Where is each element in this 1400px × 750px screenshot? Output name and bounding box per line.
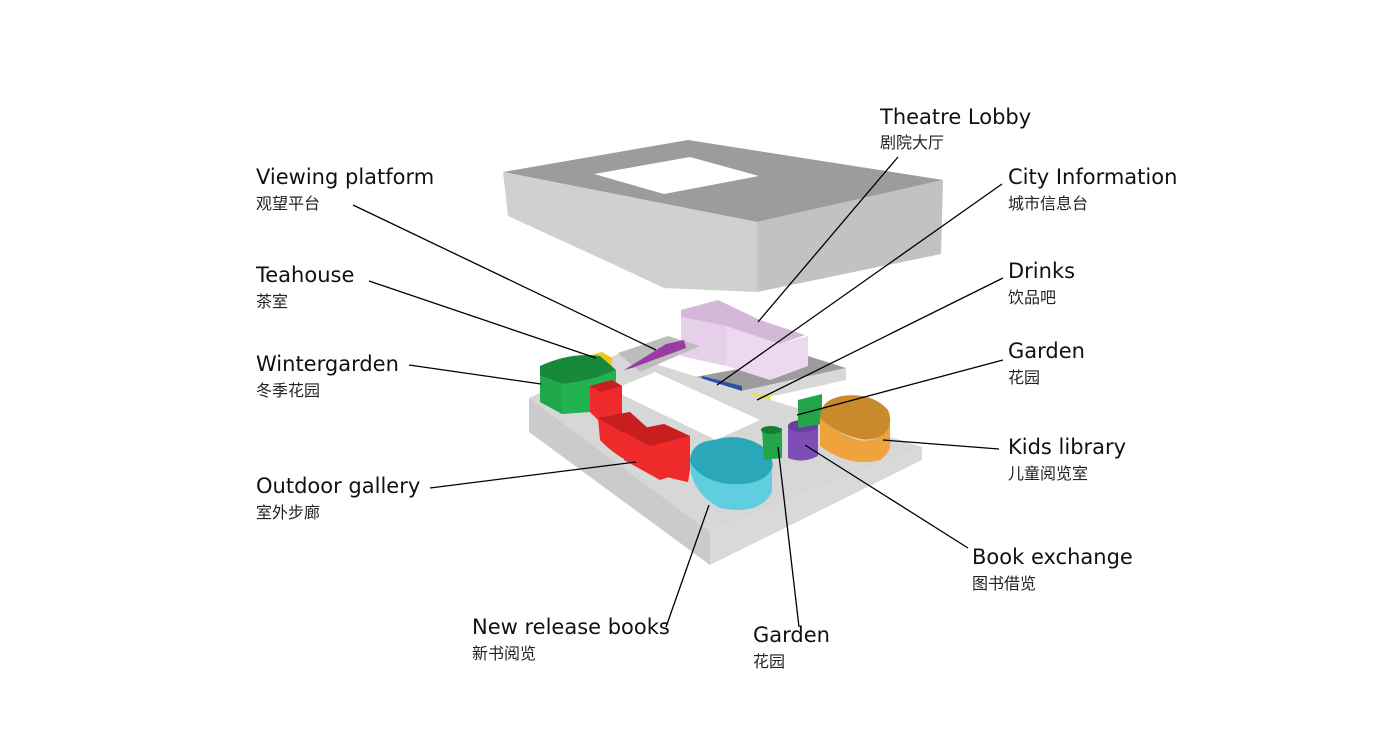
label-book-exchange: Book exchange 图书借览 bbox=[972, 545, 1133, 593]
label-book-exchange-zh: 图书借览 bbox=[972, 574, 1036, 593]
roof-courtyard-opening bbox=[594, 157, 759, 194]
garden-bottom-side bbox=[762, 428, 782, 460]
leader-viewing-platform bbox=[352, 204, 657, 351]
label-wintergarden-zh: 冬季花园 bbox=[256, 381, 320, 400]
label-kids-library-zh: 儿童阅览室 bbox=[1008, 464, 1088, 483]
viewing-platform-volume bbox=[624, 340, 686, 370]
label-theatre-lobby: Theatre Lobby 剧院大厅 bbox=[879, 105, 1031, 152]
leader-city-information bbox=[716, 183, 1003, 386]
label-city-information-en: City Information bbox=[1008, 165, 1177, 189]
label-garden-bottom-en: Garden bbox=[753, 623, 830, 647]
leader-theatre-lobby bbox=[757, 156, 899, 323]
ground-slab-front bbox=[529, 398, 710, 565]
label-teahouse-en: Teahouse bbox=[255, 263, 354, 287]
label-city-information-zh: 城市信息台 bbox=[1008, 194, 1088, 213]
label-wintergarden: Wintergarden 冬季花园 bbox=[256, 352, 399, 400]
new-release-books-side bbox=[690, 462, 772, 510]
outdoor-gallery-volume bbox=[590, 380, 690, 482]
leader-wintergarden bbox=[408, 364, 542, 385]
leader-garden-bottom bbox=[777, 446, 800, 628]
theatre-lobby-side bbox=[726, 326, 808, 380]
roof-slab bbox=[503, 140, 943, 292]
roof-front-face bbox=[503, 172, 757, 292]
roof-right-face bbox=[757, 180, 943, 292]
leader-new-release-books bbox=[665, 504, 710, 628]
leader-garden-right bbox=[796, 359, 1004, 416]
ground-slab-right bbox=[710, 447, 922, 565]
label-kids-library: Kids library 儿童阅览室 bbox=[1008, 435, 1126, 483]
label-garden-bottom: Garden 花园 bbox=[753, 623, 830, 671]
label-new-release-books: New release books 新书阅览 bbox=[472, 615, 670, 663]
label-viewing-platform-en: Viewing platform bbox=[256, 165, 434, 189]
outdoor-gallery-top-b bbox=[598, 412, 650, 432]
label-drinks-en: Drinks bbox=[1008, 259, 1075, 283]
label-drinks: Drinks 饮品吧 bbox=[1008, 259, 1075, 307]
theatre-lobby-front bbox=[681, 317, 726, 366]
label-outdoor-gallery-en: Outdoor gallery bbox=[256, 474, 420, 498]
label-new-release-books-zh: 新书阅览 bbox=[472, 644, 536, 663]
leader-teahouse bbox=[368, 280, 597, 359]
label-city-information: City Information 城市信息台 bbox=[1008, 165, 1177, 213]
new-release-books-volume bbox=[690, 437, 773, 510]
label-book-exchange-en: Book exchange bbox=[972, 545, 1133, 569]
label-garden-right: Garden 花园 bbox=[1008, 339, 1085, 387]
label-garden-right-en: Garden bbox=[1008, 339, 1085, 363]
label-kids-library-en: Kids library bbox=[1008, 435, 1126, 459]
outdoor-gallery-top-c bbox=[624, 424, 690, 446]
label-viewing-platform-zh: 观望平台 bbox=[256, 194, 320, 213]
theatre-lobby-top bbox=[681, 300, 805, 344]
label-garden-bottom-zh: 花园 bbox=[753, 652, 785, 671]
new-release-books-top bbox=[690, 437, 773, 485]
ground-slab-courtyard bbox=[612, 372, 760, 440]
label-outdoor-gallery-zh: 室外步廊 bbox=[256, 503, 320, 522]
garden-bottom-top bbox=[761, 426, 781, 434]
kids-library-volume bbox=[820, 395, 891, 463]
label-outdoor-gallery: Outdoor gallery 室外步廊 bbox=[256, 474, 420, 522]
outdoor-gallery-top-a bbox=[590, 380, 622, 392]
leader-outdoor-gallery bbox=[429, 461, 637, 489]
label-theatre-lobby-en: Theatre Lobby bbox=[879, 105, 1031, 129]
label-new-release-books-en: New release books bbox=[472, 615, 670, 639]
kids-library-side bbox=[820, 418, 891, 463]
leader-kids-library bbox=[882, 439, 1000, 450]
label-teahouse-zh: 茶室 bbox=[256, 292, 288, 311]
wintergarden-top bbox=[540, 355, 616, 384]
label-wintergarden-en: Wintergarden bbox=[256, 352, 399, 376]
label-viewing-platform: Viewing platform 观望平台 bbox=[256, 165, 434, 213]
book-exchange-side bbox=[788, 426, 818, 461]
label-theatre-lobby-zh: 剧院大厅 bbox=[880, 133, 944, 152]
leader-book-exchange bbox=[804, 444, 969, 549]
label-drinks-zh: 饮品吧 bbox=[1008, 288, 1056, 307]
label-garden-right-zh: 花园 bbox=[1008, 368, 1040, 387]
kids-library-top bbox=[820, 395, 891, 440]
wintergarden-side bbox=[540, 376, 562, 414]
theatre-lobby-volume bbox=[681, 300, 808, 380]
label-teahouse: Teahouse 茶室 bbox=[255, 263, 354, 311]
garden-bottom-volume bbox=[761, 426, 782, 460]
leader-drinks bbox=[756, 277, 1004, 401]
